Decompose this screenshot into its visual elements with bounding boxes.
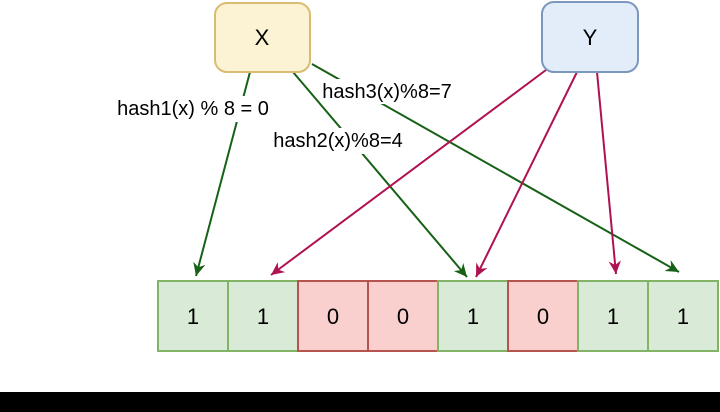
node-y: Y xyxy=(541,1,639,73)
bit-cell-1-value: 1 xyxy=(257,304,269,329)
node-y-label: Y xyxy=(583,25,598,50)
bit-cell-6-value: 1 xyxy=(607,304,619,329)
bit-cell-0: 1 xyxy=(157,280,229,352)
bit-cell-4: 1 xyxy=(437,280,509,352)
bit-cell-7: 1 xyxy=(647,280,719,352)
bit-cell-2: 0 xyxy=(297,280,369,352)
bit-cell-2-box xyxy=(297,280,369,352)
node-x-box xyxy=(214,2,311,73)
edge-label-hash3-text: hash3(x)%8=7 xyxy=(322,81,452,103)
edge-hash2-x-to-bit4-arrow xyxy=(292,71,468,278)
edge-label-hash1: hash1(x) % 8 = 0 xyxy=(117,96,269,122)
edge-label-hash1-text: hash1(x) % 8 = 0 xyxy=(117,98,269,120)
bit-cell-3-value: 0 xyxy=(397,304,409,329)
bit-cell-4-value: 1 xyxy=(467,304,479,329)
node-y-box xyxy=(541,1,639,73)
bit-cell-5: 0 xyxy=(507,280,579,352)
bit-cell-7-value: 1 xyxy=(677,304,689,329)
bit-cell-4-box xyxy=(437,280,509,352)
bit-cell-0-value: 1 xyxy=(187,304,199,329)
bit-cell-2-value: 0 xyxy=(327,304,339,329)
node-x-label: X xyxy=(255,25,270,50)
edge-y-to-bit1-arrow xyxy=(270,69,547,276)
edge-label-hash3: hash3(x)%8=7 xyxy=(322,79,453,104)
bit-cell-1: 1 xyxy=(227,280,299,352)
edge-y-to-bit6-arrow xyxy=(596,71,621,275)
edge-y-to-bit4-arrow xyxy=(475,71,578,278)
bit-array: 1 1 0 0 1 0 1 xyxy=(157,280,719,352)
bit-cell-5-value: 0 xyxy=(537,304,549,329)
bit-cell-7-box xyxy=(647,280,719,352)
bottom-black-bar xyxy=(0,392,720,412)
node-x: X xyxy=(214,2,311,73)
edge-label-hash3-bg xyxy=(322,79,453,104)
edge-label-hash2-bg xyxy=(271,128,406,154)
edge-label-hash2-text: hash2(x)%8=4 xyxy=(273,130,403,152)
edge-label-hash1-bg xyxy=(118,96,268,122)
bit-cell-3: 0 xyxy=(367,280,439,352)
bit-cell-5-box xyxy=(507,280,579,352)
bit-cell-3-box xyxy=(367,280,439,352)
bit-cell-6: 1 xyxy=(577,280,649,352)
edge-label-hash2: hash2(x)%8=4 xyxy=(271,128,406,154)
